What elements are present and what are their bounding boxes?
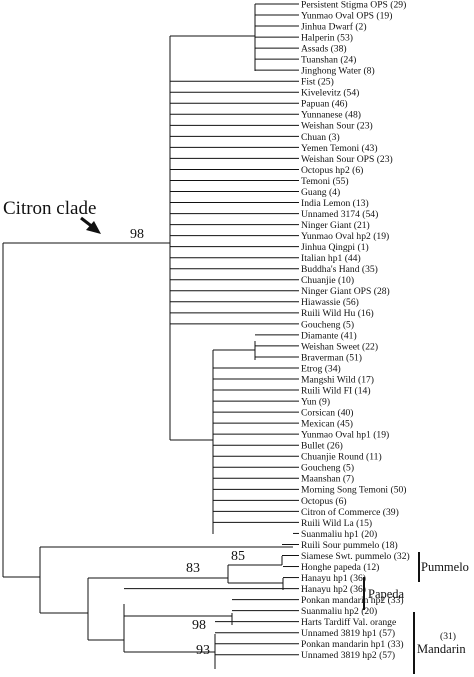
taxon-label: Suanmaliu hp2 (20) [301, 606, 377, 617]
leaf-branches [124, 3, 299, 656]
taxon-label: Weishan Sweet (22) [301, 341, 378, 352]
taxon-label: Suanmaliu hp1 (20) [301, 529, 377, 540]
taxon-label: Unnamed 3819 hp2 (57) [301, 650, 395, 661]
taxon-label: Diamante (41) [301, 330, 357, 341]
taxon-label: Goucheng (5) [301, 463, 354, 474]
bootstrap-lower: 93 [196, 643, 210, 658]
taxon-label: Chuanjie Round (11) [301, 452, 382, 463]
harts-suffix-label: (31) [440, 631, 456, 642]
taxon-label: Hanayu hp1 (36) [301, 573, 366, 584]
taxon-label: Braverman (51) [301, 352, 362, 363]
taxon-label: Jinhua Dwarf (2) [301, 21, 367, 32]
taxon-label: Yemen Temoni (43) [301, 143, 378, 154]
bootstrap-mandarin: 98 [192, 618, 206, 633]
taxon-label: Ponkan mandarin hp2 (33) [301, 595, 404, 606]
taxon-label: Honghe papeda (12) [301, 562, 379, 573]
taxon-label: India Lemon (13) [301, 198, 369, 209]
taxon-label: Italian hp1 (44) [301, 253, 361, 264]
taxon-label: Mexican (45) [301, 419, 353, 430]
taxon-label: Ruili Sour pummelo (18) [301, 540, 398, 551]
taxon-label: Unnamed 3174 (54) [301, 209, 378, 220]
taxon-label: Yunmao Oval hp1 (19) [301, 430, 389, 441]
taxon-label: Harts Tardiff Val. orange [301, 617, 396, 628]
taxon-label: Kivelevitz (54) [301, 88, 359, 99]
taxon-label: Octopus hp2 (6) [301, 165, 363, 176]
tree-branches [2, 4, 293, 669]
taxon-label: Tuanshan (24) [301, 55, 356, 66]
taxon-label: Maanshan (7) [301, 474, 354, 485]
pummelo-label: Pummelo [421, 560, 469, 574]
mandarin-label: Mandarin [417, 642, 466, 656]
taxon-label: Assads (38) [301, 44, 347, 55]
taxon-label: Morning Song Temoni (50) [301, 485, 406, 496]
taxon-label: Goucheng (5) [301, 319, 354, 330]
taxon-label: Hiawassie (56) [301, 297, 359, 308]
taxon-label: Yunnanese (48) [301, 110, 361, 121]
arrow-icon [80, 216, 101, 234]
taxon-label: Bullet (26) [301, 441, 343, 452]
taxon-label: Jinghong Water (8) [301, 66, 375, 77]
taxon-label: Yunmao Oval hp2 (19) [301, 231, 389, 242]
taxon-label: Citron of Commerce (39) [301, 507, 399, 518]
taxon-label: Persistent Stigma OPS (29) [301, 0, 406, 10]
taxon-label: Ninger Giant OPS (28) [301, 286, 390, 297]
taxon-label: Etrog (34) [301, 363, 341, 374]
taxon-label: Ruili Wild La (15) [301, 518, 372, 529]
taxon-label: Papuan (46) [301, 99, 348, 110]
taxon-label: Buddha's Hand (35) [301, 264, 378, 275]
bootstrap-citron: 98 [130, 227, 144, 242]
taxon-label: Guang (4) [301, 187, 340, 198]
taxon-label: Ruili Wild FI (14) [301, 385, 371, 396]
taxon-label: Ninger Giant (21) [301, 220, 370, 231]
taxon-label: Unnamed 3819 hp1 (57) [301, 628, 395, 639]
taxon-label: Hanayu hp2 (36) [301, 584, 366, 595]
taxon-label: Siamese Swt. pummelo (32) [301, 551, 410, 562]
taxon-label: Weishan Sour (23) [301, 121, 373, 132]
taxon-label: Jinhua Qingpi (1) [301, 242, 369, 253]
taxon-label: Chuan (3) [301, 132, 340, 143]
taxon-label: Yun (9) [301, 396, 330, 407]
taxon-label: Ponkan mandarin hp1 (33) [301, 639, 404, 650]
bootstrap-upper: 83 [186, 561, 200, 576]
taxon-label: Temoni (55) [301, 176, 349, 187]
taxon-label: Corsican (40) [301, 408, 354, 419]
taxon-label: Mangshi Wild (17) [301, 374, 374, 385]
taxon-label: Halperin (53) [301, 32, 353, 43]
taxon-label: Yunmao Oval OPS (19) [301, 10, 392, 21]
taxon-label: Weishan Sour OPS (23) [301, 154, 393, 165]
taxon-label: Chuanjie (10) [301, 275, 354, 286]
bootstrap-pummelo: 85 [231, 549, 245, 564]
leaf-labels: Persistent Stigma OPS (29)Yunmao Oval OP… [301, 0, 410, 661]
taxon-label: Octopus (6) [301, 496, 347, 507]
taxon-label: Ruili Wild Hu (16) [301, 308, 374, 319]
citron-clade-label: Citron clade [3, 198, 96, 219]
taxon-label: Fist (25) [301, 77, 334, 88]
papeda-label: Papeda [368, 587, 405, 601]
